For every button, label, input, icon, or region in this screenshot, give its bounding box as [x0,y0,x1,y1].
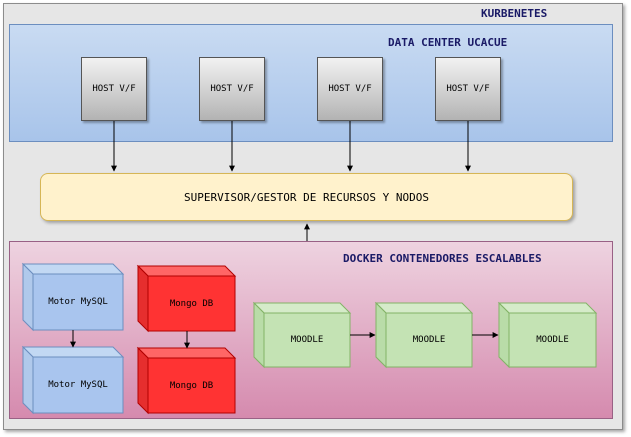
mongo-cube-1 [136,264,237,333]
mysql-label-1: Motor MySQL [48,297,108,307]
moodle-cube-2 [374,301,474,369]
moodle-label-3: MOODLE [536,335,569,345]
host-node-4: HOST V/F [435,57,501,121]
moodle-label-1: MOODLE [290,335,324,345]
mongo-label-2: Mongo DB [169,380,214,391]
mongo-label-1: Mongo DB [169,298,214,309]
mongo-cube-2 [136,346,237,415]
moodle-label-2: MOODLE [412,335,446,345]
host-node-3: HOST V/F [317,57,383,121]
host-label: HOST V/F [92,84,136,94]
mysql-cube-2 [21,345,125,415]
diagram-title: KURBENETES [481,7,548,20]
host-node-2: HOST V/F [199,57,265,121]
mysql-cube-1 [21,262,125,332]
mysql-label-2: Motor MySQL [48,380,108,390]
docker-title: DOCKER CONTENEDORES ESCALABLES [343,252,542,265]
host-label: HOST V/F [446,84,490,94]
supervisor-label: SUPERVISOR/GESTOR DE RECURSOS Y NODOS [183,190,430,204]
datacenter-title: DATA CENTER UCACUE [388,36,508,49]
host-label: HOST V/F [328,84,372,94]
supervisor-box: SUPERVISOR/GESTOR DE RECURSOS Y NODOS [40,173,573,221]
host-label: HOST V/F [210,84,254,94]
host-node-1: HOST V/F [81,57,147,121]
moodle-cube-1 [252,301,352,369]
moodle-cube-3 [497,301,598,369]
